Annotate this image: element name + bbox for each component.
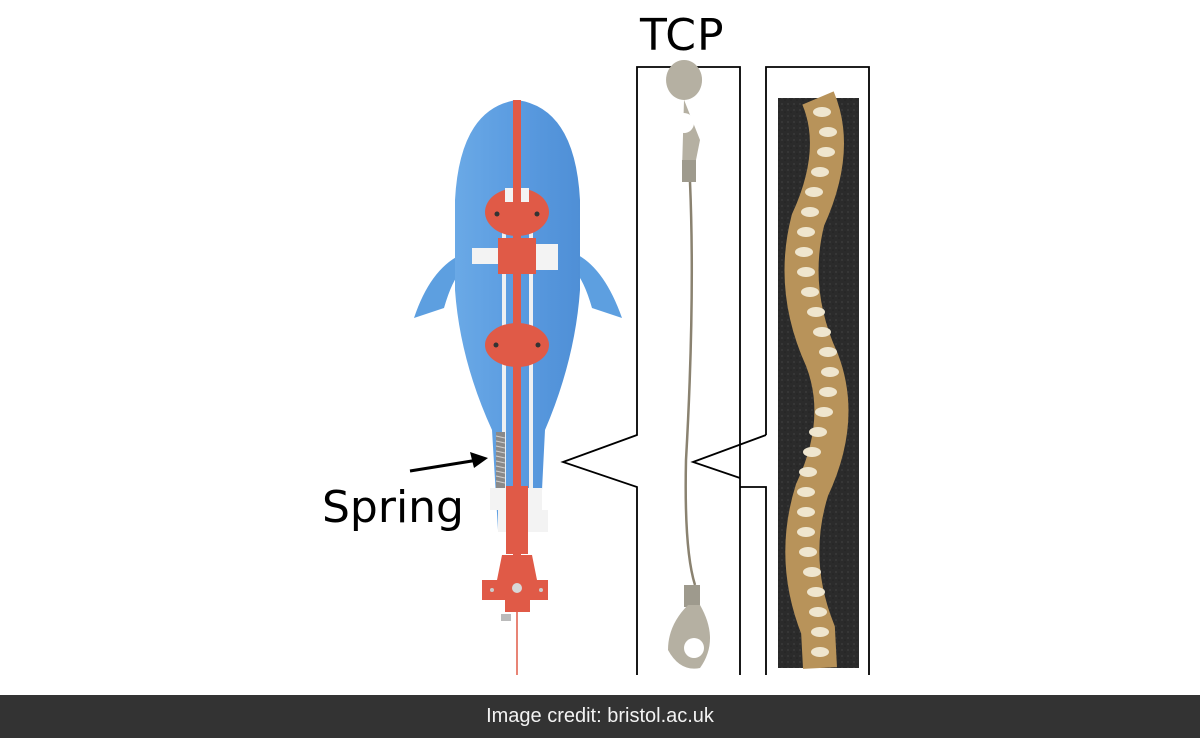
coiled-fiber (784, 91, 849, 669)
figure-illustration (409, 60, 870, 675)
tcp-label: TCP (640, 10, 725, 61)
spring-arrow-icon (409, 452, 488, 473)
robot-fish (414, 100, 622, 675)
spring-coil (495, 432, 506, 490)
image-credit-bar: Image credit: bristol.ac.uk (0, 695, 1200, 738)
spring-label: Spring (322, 482, 464, 533)
figure-canvas: TCP Spring (322, 10, 870, 675)
tcp-closeup-panel (690, 66, 870, 675)
bottom-ring-terminal (668, 585, 710, 669)
central-spar (513, 100, 521, 560)
left-fin (414, 255, 462, 318)
top-ring-terminal (666, 60, 703, 182)
tcp-wire-panel (560, 60, 741, 675)
right-fin (574, 255, 622, 318)
image-credit-text: Image credit: bristol.ac.uk (486, 705, 714, 727)
